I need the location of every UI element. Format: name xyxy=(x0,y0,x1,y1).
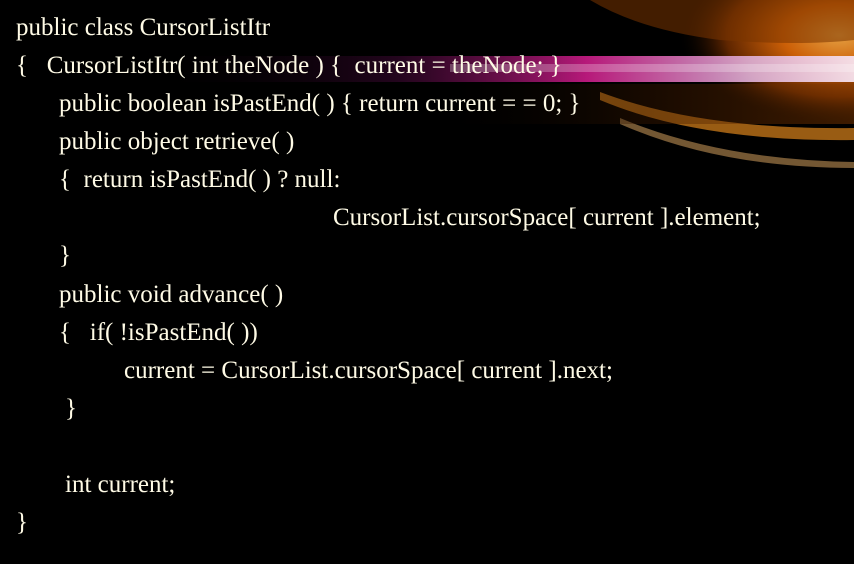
arc-decoration xyxy=(590,0,854,43)
brown-band xyxy=(430,84,854,124)
code-line-field: int current; xyxy=(65,471,176,498)
code-line-advance-close: } xyxy=(65,395,77,422)
code-line-retrieve-sig: public object retrieve( ) xyxy=(59,128,295,155)
code-line-advance-sig: public void advance( ) xyxy=(59,281,284,308)
code-line-retrieve-close: } xyxy=(59,242,71,269)
code-line-constructor: { CursorListItr( int theNode ) { current… xyxy=(16,52,562,79)
code-line-class-close: } xyxy=(16,509,28,536)
code-line-retrieve-return: { return isPastEnd( ) ? null: xyxy=(59,166,341,193)
code-line-ispastend: public boolean isPastEnd( ) { return cur… xyxy=(59,90,581,117)
glow-bar-highlight xyxy=(450,64,854,72)
code-line-advance-if: { if( !isPastEnd( )) xyxy=(59,319,258,346)
arc-decoration xyxy=(600,92,854,141)
code-line-advance-assign: current = CursorList.cursorSpace[ curren… xyxy=(124,357,613,384)
arc-decoration xyxy=(620,118,854,168)
glow-bar xyxy=(150,56,854,82)
code-line-retrieve-element: CursorList.cursorSpace[ current ].elemen… xyxy=(333,204,761,231)
code-line-class-decl: public class CursorListItr xyxy=(16,14,271,41)
